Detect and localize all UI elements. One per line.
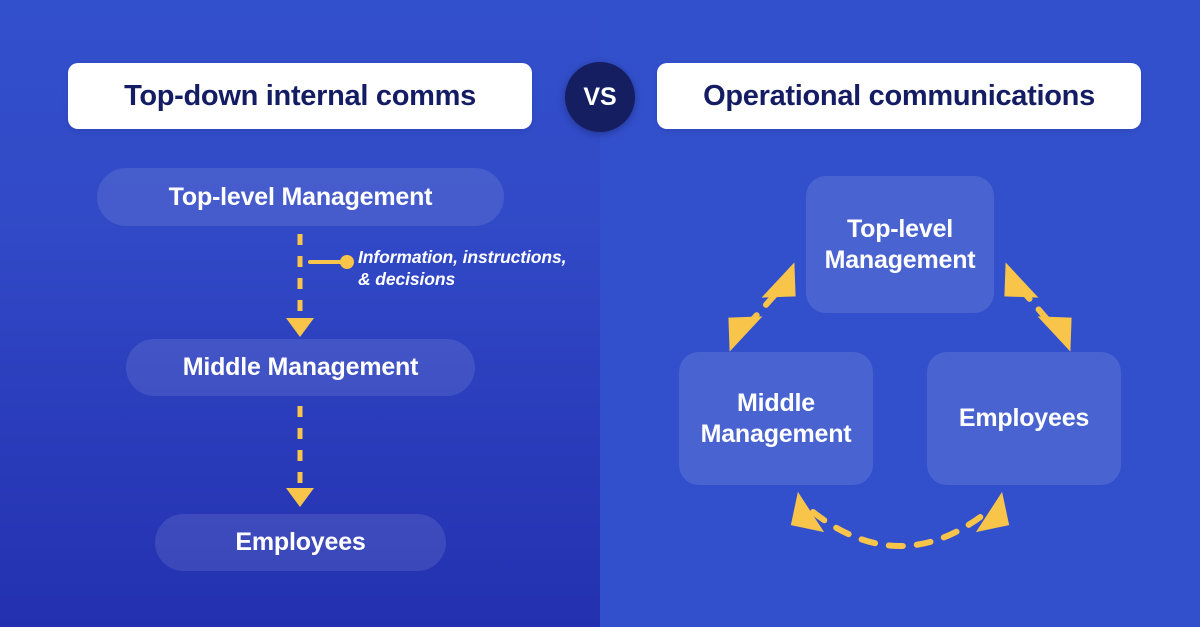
- right-node-label-line2: Management: [824, 245, 976, 274]
- flow-annotation-line2: & decisions: [358, 268, 456, 289]
- left-node-top-level-management: Top-level Management: [97, 168, 504, 226]
- right-panel-title: Operational communications: [703, 79, 1095, 112]
- left-node-label: Employees: [235, 528, 366, 556]
- versus-badge: VS: [565, 62, 635, 132]
- versus-label: VS: [583, 82, 617, 111]
- flow-annotation-line1: Information, instructions,: [358, 247, 567, 267]
- left-node-label: Middle Management: [182, 353, 419, 381]
- right-node-label-line2: Management: [700, 419, 852, 448]
- right-node-label-line1: Top-level: [846, 215, 954, 243]
- right-node-employees: Employees: [927, 352, 1121, 485]
- left-node-employees: Employees: [155, 514, 446, 571]
- left-panel-title-chip: Top-down internal comms: [68, 63, 532, 129]
- flow-annotation: Information, instructions, & decisions: [358, 247, 608, 290]
- right-node-label-line1: Middle: [737, 389, 815, 417]
- left-panel-title: Top-down internal comms: [124, 79, 476, 112]
- right-node-label: Employees: [958, 404, 1090, 433]
- right-panel-title-chip: Operational communications: [657, 63, 1141, 129]
- left-node-label: Top-level Management: [168, 182, 433, 211]
- left-node-middle-management: Middle Management: [126, 339, 475, 396]
